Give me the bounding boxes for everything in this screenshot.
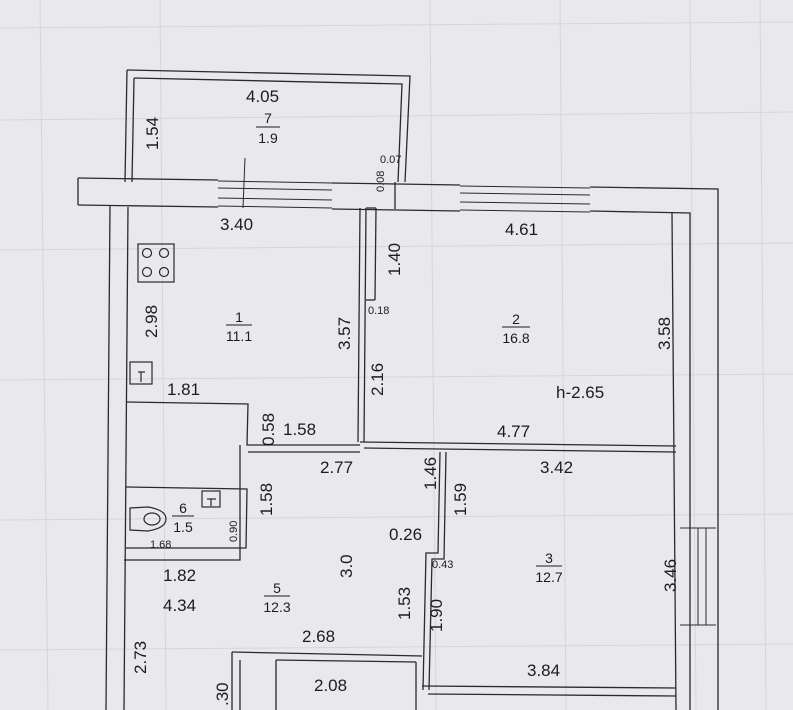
room-area: 1.9 bbox=[258, 130, 278, 146]
dimension-label: 1.53 bbox=[395, 587, 414, 620]
dimension-label: 0.90 bbox=[228, 521, 240, 542]
room-area: 12.7 bbox=[535, 569, 562, 585]
room-number: 6 bbox=[179, 500, 187, 516]
dimension-label: 4.61 bbox=[505, 220, 538, 239]
room-number: 7 bbox=[264, 110, 272, 126]
dimension-label: 4.77 bbox=[497, 422, 530, 441]
dimension-label: 2.68 bbox=[302, 627, 335, 646]
room-number: 2 bbox=[512, 311, 520, 327]
dimension-label: 3.40 bbox=[220, 215, 253, 234]
dimension-label: 2.08 bbox=[314, 676, 347, 695]
dimension-label: 0.26 bbox=[389, 525, 422, 544]
dimension-label: 3.46 bbox=[661, 559, 680, 592]
walls bbox=[77, 69, 719, 710]
dimension-label: 1.58 bbox=[257, 483, 276, 516]
washbasin-icon bbox=[201, 490, 221, 508]
dimension-label: 1.90 bbox=[427, 599, 446, 632]
dimension-label: 4.34 bbox=[163, 596, 196, 615]
dimension-label: 3.57 bbox=[335, 317, 354, 350]
dimension-label: 3.42 bbox=[540, 458, 573, 477]
toilet-icon bbox=[129, 506, 167, 532]
dimension-label: 1.40 bbox=[385, 243, 404, 276]
dimension-label: 0.07 bbox=[380, 154, 401, 166]
room-area: 1.5 bbox=[173, 519, 193, 535]
room-fraction-lines bbox=[172, 126, 562, 597]
dimension-labels: 4.05 1.54 0.08 0.07 3.40 4.61 1.40 0.18 … bbox=[131, 87, 680, 706]
dimension-label: 0.18 bbox=[368, 305, 389, 317]
dimension-label: 3.0 bbox=[337, 554, 356, 578]
room-number: 3 bbox=[545, 550, 553, 566]
room-area: 12.3 bbox=[263, 599, 290, 615]
dimension-label: 2.73 bbox=[131, 641, 150, 674]
window-marks bbox=[217, 157, 716, 626]
sink-icon bbox=[129, 361, 153, 385]
dimension-label: 1.46 bbox=[421, 457, 440, 490]
dimension-label: 2.16 bbox=[368, 363, 387, 396]
stove-icon bbox=[137, 243, 175, 283]
dimension-label: 1.54 bbox=[143, 117, 162, 150]
dimension-label: 1.59 bbox=[451, 483, 470, 516]
dimension-label: 0.43 bbox=[432, 559, 453, 571]
dimension-label: 1.68 bbox=[150, 539, 171, 551]
room-area: 11.1 bbox=[226, 328, 252, 344]
dimension-label: 3.84 bbox=[527, 661, 560, 680]
dimension-label: 2.77 bbox=[320, 458, 353, 477]
dimension-label: 3.58 bbox=[655, 317, 674, 350]
dimension-label: 1.58 bbox=[283, 420, 316, 439]
dimension-label: 0.58 bbox=[259, 413, 278, 446]
dimension-label: 0.08 bbox=[375, 171, 387, 192]
dimension-label: 4.05 bbox=[246, 87, 279, 106]
dimension-label: .30 bbox=[213, 682, 232, 706]
dimension-label: 1.82 bbox=[163, 566, 196, 585]
ceiling-height-label: h-2.65 bbox=[556, 383, 604, 402]
room-number: 5 bbox=[273, 580, 281, 596]
room-number: 1 bbox=[235, 309, 243, 325]
dimension-label: 1.81 bbox=[167, 380, 200, 399]
room-labels: 7 1.9 1 11.1 2 16.8 6 1.5 5 12.3 3 12.7 bbox=[173, 110, 563, 615]
room-area: 16.8 bbox=[502, 330, 529, 346]
dimension-label: 2.98 bbox=[142, 305, 161, 338]
